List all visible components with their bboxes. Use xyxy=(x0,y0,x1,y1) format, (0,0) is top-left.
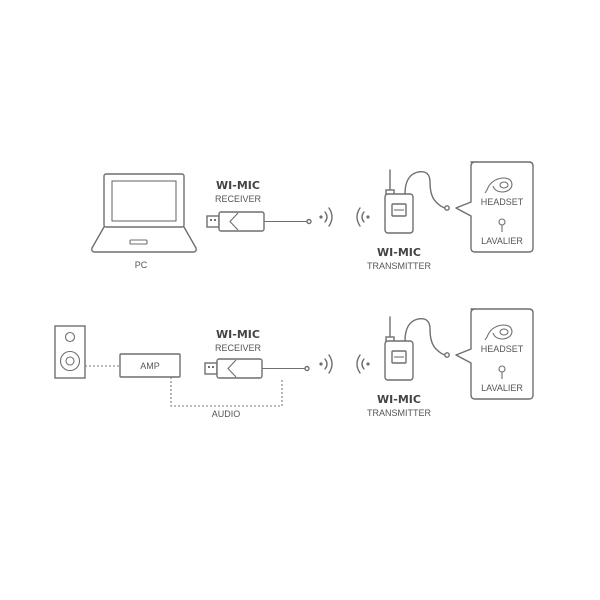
mic-option-headset: HEADSET xyxy=(481,344,524,354)
mic-options-box: HEADSET LAVALIER xyxy=(455,161,534,253)
pc-label: PC xyxy=(135,260,148,270)
headset-icon xyxy=(484,324,513,341)
laptop-icon xyxy=(91,173,197,253)
audio-label: AUDIO xyxy=(212,409,241,419)
mic-option-lavalier: LAVALIER xyxy=(481,236,523,246)
mic-options-box: HEADSET LAVALIER xyxy=(455,308,534,400)
lavalier-icon xyxy=(498,218,506,232)
usb-receiver-icon xyxy=(206,211,312,232)
receiver-title: WI-MIC xyxy=(216,179,260,192)
receiver-title: WI-MIC xyxy=(216,328,260,341)
speaker-icon xyxy=(54,325,86,379)
audio-cable xyxy=(170,377,283,407)
lavalier-icon xyxy=(498,365,506,379)
amp-label: AMP xyxy=(140,361,160,371)
headset-icon xyxy=(484,177,513,194)
transmitter-title: WI-MIC xyxy=(377,393,421,406)
usb-receiver-icon xyxy=(204,358,310,379)
transmitter-title: WI-MIC xyxy=(377,246,421,259)
amp-box xyxy=(119,353,181,378)
transmitter-subtitle: TRANSMITTER xyxy=(367,408,431,418)
bodypack-transmitter-icon xyxy=(384,169,450,234)
transmitter-subtitle: TRANSMITTER xyxy=(367,261,431,271)
receiver-subtitle: RECEIVER xyxy=(215,194,262,204)
receiver-subtitle: RECEIVER xyxy=(215,343,262,353)
wireless-signal-icon xyxy=(319,354,370,374)
mic-option-lavalier: LAVALIER xyxy=(481,383,523,393)
bodypack-transmitter-icon xyxy=(384,316,450,381)
mic-option-headset: HEADSET xyxy=(481,197,524,207)
row-pc-setup: PC WI-MIC RECEIVER xyxy=(91,161,534,271)
wireless-signal-icon xyxy=(319,207,370,227)
row-amp-setup: AMP AUDIO WI-MIC RECEIVER xyxy=(54,308,534,419)
